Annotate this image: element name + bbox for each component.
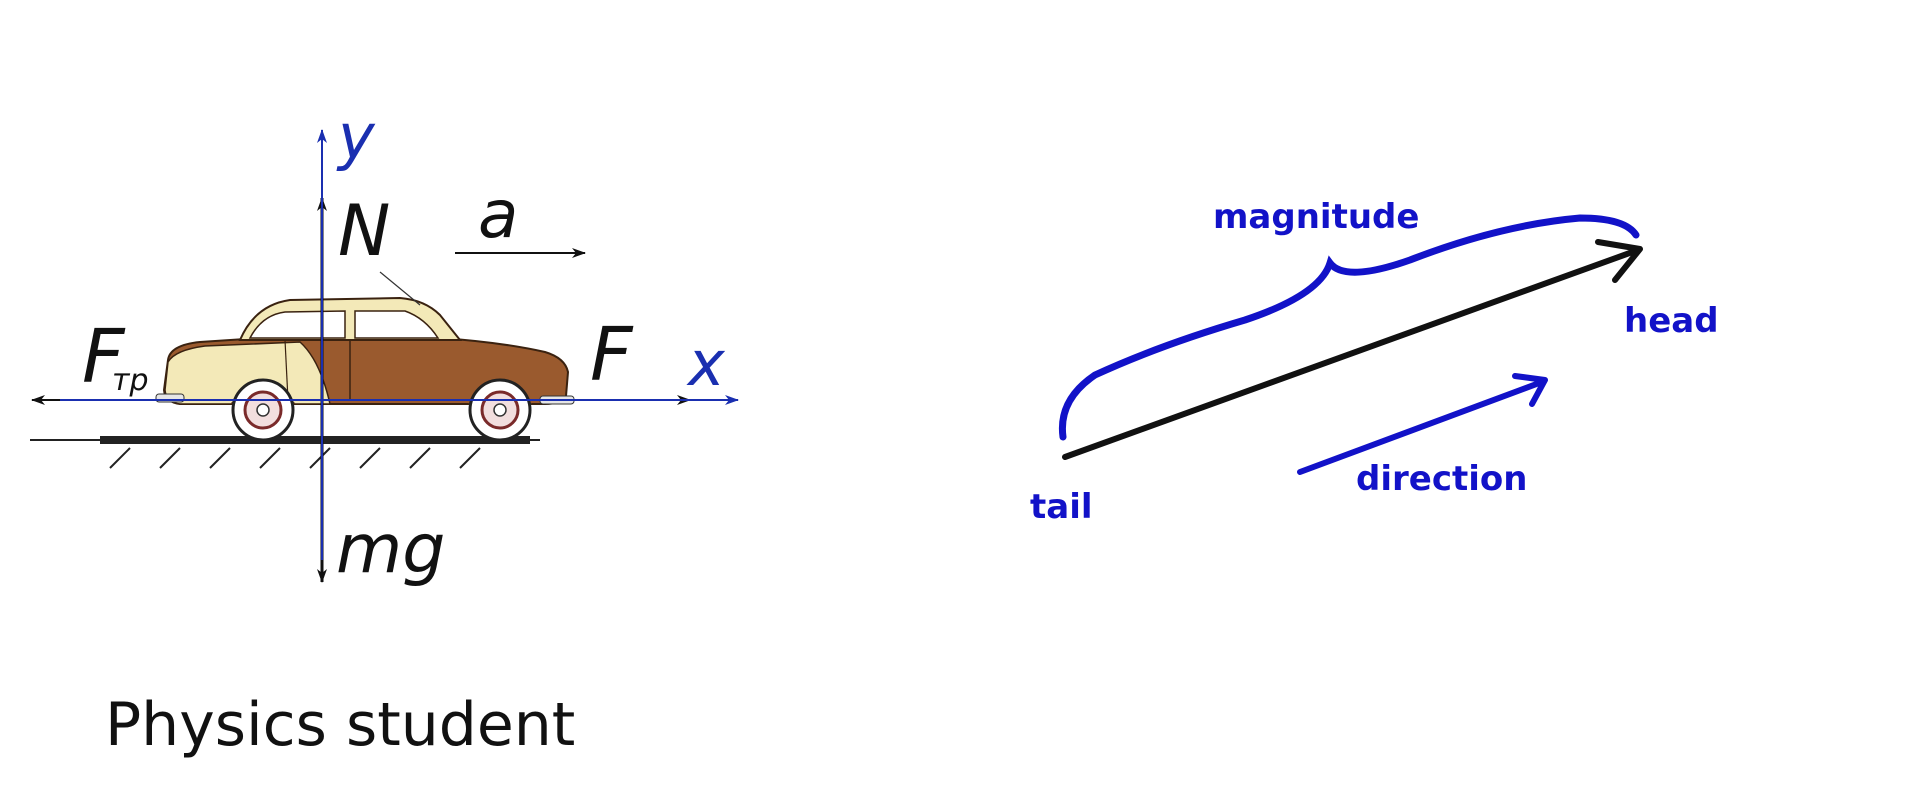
x-axis-label: x bbox=[686, 327, 726, 400]
gravity-label: mg bbox=[336, 510, 445, 589]
magnitude-brace bbox=[1058, 214, 1640, 441]
rear-wheel bbox=[231, 378, 295, 442]
main-vector-head bbox=[1595, 239, 1643, 283]
applied-force-label: F bbox=[590, 312, 634, 398]
main-vector bbox=[1062, 247, 1641, 460]
free-body-diagram: y x N a F тр F mg bbox=[30, 100, 739, 589]
head-label: head bbox=[1624, 301, 1719, 341]
tail-label: tail bbox=[1030, 487, 1093, 527]
normal-force-label: N bbox=[338, 190, 390, 272]
y-axis-label: y bbox=[336, 100, 376, 173]
ground-surface bbox=[30, 436, 540, 469]
friction-force-label: F bbox=[82, 314, 126, 400]
front-wheel bbox=[468, 378, 532, 442]
acceleration-label: a bbox=[478, 176, 518, 253]
friction-subscript: тр bbox=[112, 363, 149, 398]
direction-arrow-head bbox=[1512, 373, 1548, 407]
magnitude-label: magnitude bbox=[1213, 197, 1419, 237]
direction-arrow bbox=[1297, 379, 1545, 475]
direction-label: direction bbox=[1356, 459, 1527, 499]
caption-text: Physics student bbox=[105, 690, 576, 760]
vector-diagram: magnitude head tail direction bbox=[1030, 197, 1719, 527]
car-illustration bbox=[155, 271, 575, 442]
